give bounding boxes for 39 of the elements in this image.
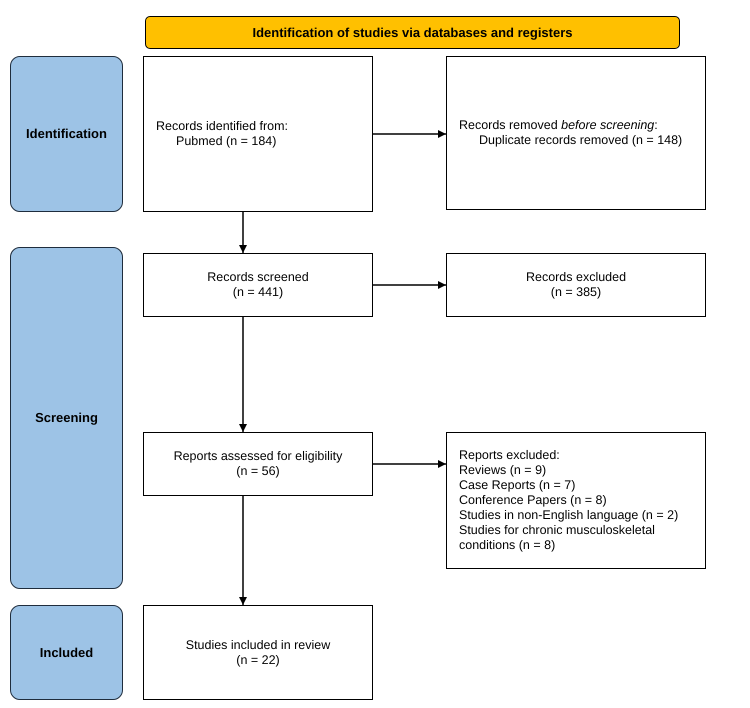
arrow [373, 130, 446, 138]
arrow [373, 281, 446, 289]
box-text: Records screened [207, 270, 309, 285]
box-text: (n = 22) [236, 652, 280, 668]
box-text: Identification of studies via databases and registers [252, 24, 573, 40]
process-box [143, 253, 373, 317]
box-heading: Reports excluded: [459, 448, 560, 463]
arrow [239, 496, 247, 605]
box-text: Studies included in review [186, 638, 330, 652]
box-text: (n = 385) [550, 285, 602, 300]
process-box [143, 56, 373, 212]
box-text: (n = 441) [232, 285, 284, 300]
stage-band [10, 247, 123, 589]
process-box [446, 432, 706, 569]
box-text: Reviews (n = 9) [459, 463, 546, 478]
box-text: (n = 56) [236, 464, 280, 479]
process-box [446, 56, 706, 210]
header-banner [145, 16, 680, 49]
arrow [373, 460, 446, 468]
box-text: Pubmed (n = 184) [175, 134, 276, 149]
arrow [239, 317, 247, 432]
box-text: Conference Papers (n = 8) [459, 493, 607, 508]
box-text: Duplicate records removed (n = 148) [478, 133, 682, 148]
box-text: Records excluded [526, 270, 626, 285]
arrow [239, 212, 247, 253]
box-heading: Records identified from: [156, 119, 288, 134]
box-text: Included [40, 644, 94, 660]
box-text: Case Reports (n = 7) [459, 478, 576, 493]
box-heading: Records removed before screening: [459, 118, 658, 133]
box-text: Identification [26, 126, 107, 142]
process-box [143, 432, 373, 496]
process-box [446, 253, 706, 317]
box-text: Studies for chronic musculoskeletal conditions (n = 8) [459, 523, 656, 553]
stage-band [10, 56, 123, 212]
box-text: Reports assessed for eligibility [174, 449, 342, 464]
box-text: Studies in non-English language (n = 2) [459, 508, 678, 523]
box-text: Screening [35, 410, 98, 426]
process-box [143, 605, 373, 700]
stage-band [10, 605, 123, 700]
